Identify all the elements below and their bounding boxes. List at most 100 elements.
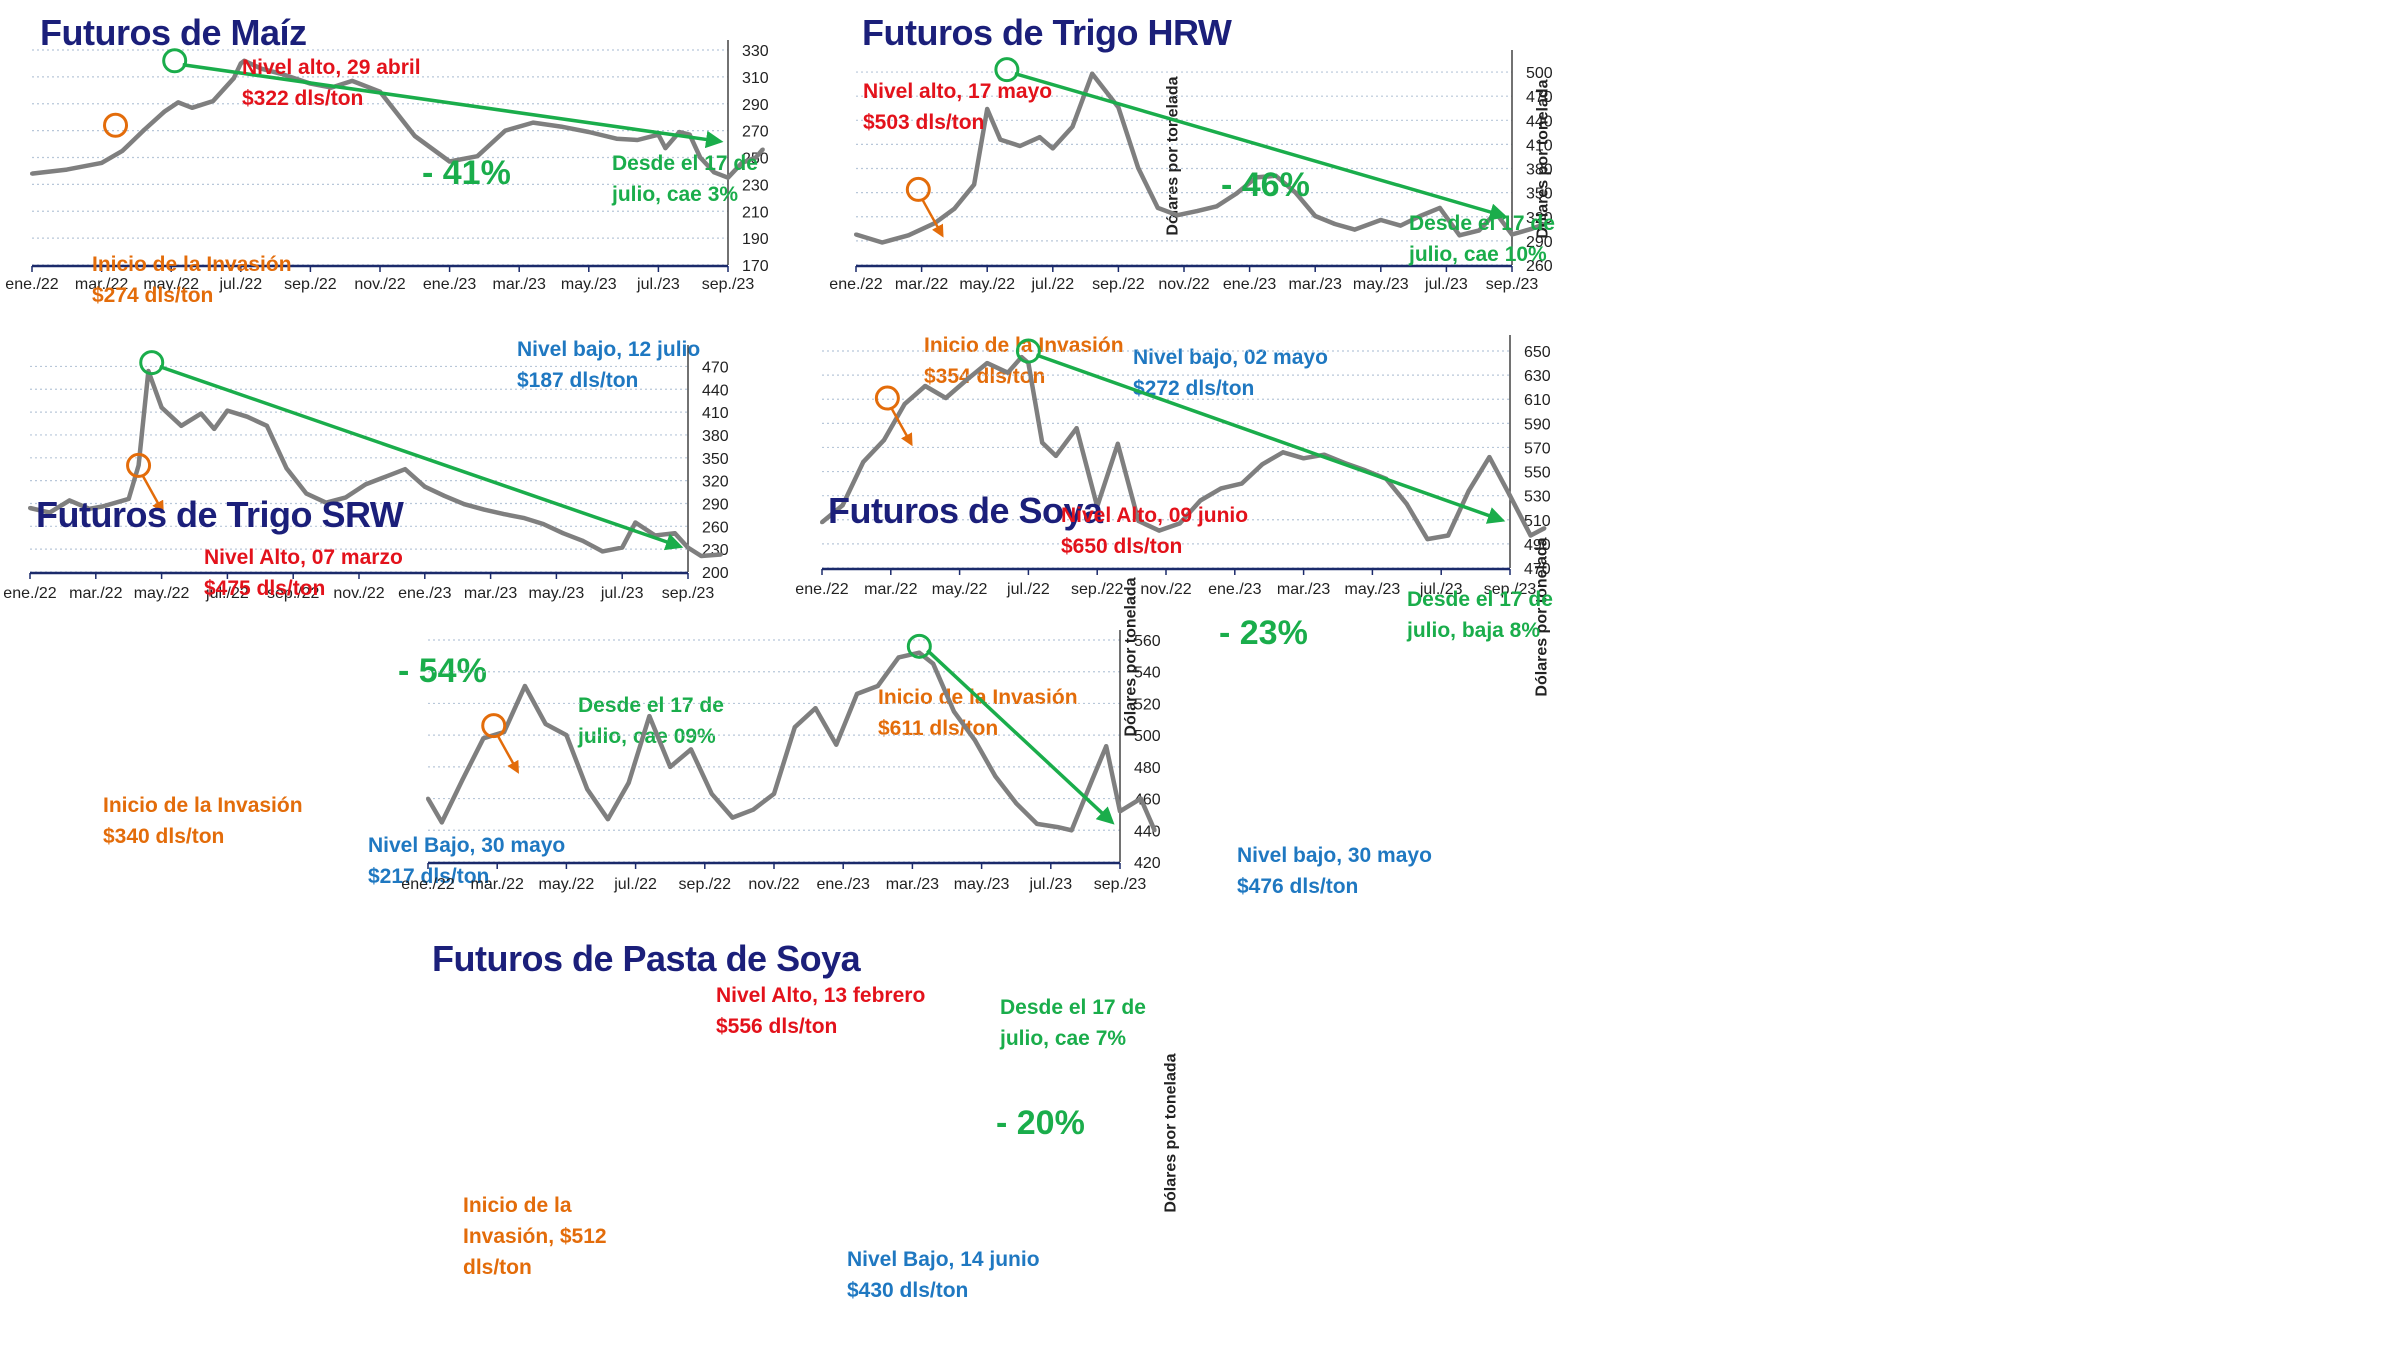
data-point bbox=[1219, 486, 1224, 491]
data-point bbox=[699, 554, 704, 559]
annotation-invasion-line3: dls/ton bbox=[463, 1256, 532, 1279]
data-point bbox=[225, 408, 230, 413]
x-tick-label: jul./23 bbox=[600, 585, 644, 602]
data-point bbox=[1136, 165, 1141, 170]
data-point bbox=[264, 423, 269, 428]
data-point bbox=[1404, 502, 1409, 507]
data-point bbox=[1115, 441, 1120, 446]
data-point bbox=[1136, 518, 1141, 523]
x-tick-label: sep./22 bbox=[267, 585, 320, 602]
data-point bbox=[688, 747, 693, 752]
chart-title-trigo-srw: Futuros de Trigo SRW bbox=[36, 494, 404, 535]
data-point bbox=[1074, 426, 1079, 431]
data-point bbox=[343, 495, 348, 500]
annotation-pct-trigo-hrw: - 46% bbox=[1221, 166, 1310, 204]
annotation-high-line1: Nivel alto, 29 abril bbox=[242, 56, 421, 79]
data-point bbox=[280, 72, 285, 77]
x-tick-label: sep./23 bbox=[702, 276, 755, 293]
y-tick-label: 590 bbox=[1524, 416, 1551, 433]
data-point bbox=[482, 507, 487, 512]
x-tick-label: may./23 bbox=[1353, 276, 1409, 293]
data-point bbox=[1198, 498, 1203, 503]
data-point bbox=[985, 361, 990, 366]
data-point bbox=[1090, 71, 1095, 76]
annotation-invasion-line2: $354 dls/ton bbox=[924, 365, 1046, 388]
data-point bbox=[820, 520, 824, 525]
x-tick-label: jul./22 bbox=[1030, 276, 1074, 293]
x-tick-label: mar./23 bbox=[1277, 581, 1330, 598]
data-point bbox=[1528, 533, 1533, 538]
annotation-invasion-line1: Inicio de la Invasión bbox=[92, 253, 292, 276]
data-point bbox=[1254, 175, 1259, 180]
data-point bbox=[753, 155, 758, 160]
annotation-low-trigo-hrw: Nivel bajo, 02 mayo$272 dls/ton bbox=[1133, 342, 1328, 404]
annotation-invasion-line1: Inicio de la bbox=[463, 1194, 572, 1217]
annotation-since-line1: Desde el 17 de bbox=[578, 694, 724, 717]
data-point bbox=[854, 232, 858, 237]
data-point bbox=[47, 510, 52, 515]
trend-arrow-pasta-soya bbox=[926, 649, 1115, 825]
data-point bbox=[834, 742, 839, 747]
x-tick-label: ene./22 bbox=[795, 581, 848, 598]
data-point bbox=[383, 474, 388, 479]
data-point bbox=[620, 545, 625, 550]
data-point bbox=[760, 147, 765, 152]
x-tick-label: sep./22 bbox=[1092, 276, 1145, 293]
y-tick-label: 380 bbox=[702, 428, 729, 445]
data-point bbox=[951, 709, 956, 714]
invasion-marker-pasta-soya bbox=[481, 713, 507, 739]
data-point bbox=[190, 105, 195, 110]
data-point bbox=[238, 61, 243, 66]
data-point bbox=[1234, 191, 1239, 196]
annotation-invasion-trigo-srw: Inicio de la Invasión$340 dls/ton bbox=[103, 790, 303, 852]
y-tick-label: 500 bbox=[1526, 65, 1553, 82]
data-point bbox=[1138, 796, 1143, 801]
x-tick-label: mar./22 bbox=[471, 876, 524, 893]
annotation-low-soya: Nivel bajo, 30 mayo$476 dls/ton bbox=[1237, 840, 1432, 902]
x-tick-label: may./23 bbox=[561, 276, 617, 293]
data-point bbox=[501, 512, 506, 517]
annotation-since-line2: julio, cae 09% bbox=[578, 725, 716, 748]
x-tick-label: may./22 bbox=[932, 581, 988, 598]
annotation-low-pasta-soya: Nivel Bajo, 14 junio$430 dls/ton bbox=[847, 1244, 1040, 1306]
x-tick-label: mar./22 bbox=[69, 585, 122, 602]
annotation-invasion-line2: Invasión, $512 bbox=[463, 1225, 607, 1248]
data-point bbox=[861, 459, 866, 464]
y-tick-label: 290 bbox=[1526, 234, 1553, 251]
data-point bbox=[1425, 537, 1430, 542]
x-tick-label: mar./23 bbox=[1289, 276, 1342, 293]
x-tick-label: jul./23 bbox=[1424, 276, 1468, 293]
data-point bbox=[64, 167, 69, 172]
data-point bbox=[1437, 205, 1442, 210]
data-point bbox=[1542, 526, 1547, 531]
data-point bbox=[1313, 213, 1318, 218]
data-point bbox=[1352, 227, 1357, 232]
data-point bbox=[1070, 124, 1075, 129]
y-tick-label: 170 bbox=[742, 258, 769, 275]
data-point bbox=[993, 774, 998, 779]
x-tick-label: jul./22 bbox=[218, 276, 262, 293]
chart-title-pasta-soya: Futuros de Pasta de Soya bbox=[432, 938, 861, 979]
data-point bbox=[1273, 173, 1278, 178]
y-tick-label: 330 bbox=[742, 43, 769, 60]
x-tick-label: ene./23 bbox=[398, 585, 451, 602]
y-tick-label: 570 bbox=[1524, 440, 1551, 457]
x-tick-label: may./22 bbox=[143, 276, 199, 293]
invasion-marker-maiz bbox=[103, 112, 129, 138]
annotation-pct-pasta-soya: - 20% bbox=[996, 1104, 1085, 1142]
data-point bbox=[712, 170, 717, 175]
invasion-marker-trigo-srw bbox=[126, 452, 152, 478]
data-point bbox=[952, 206, 957, 211]
data-point bbox=[931, 661, 936, 666]
data-point bbox=[1332, 222, 1337, 226]
data-point bbox=[1239, 481, 1244, 486]
x-tick-label: may./23 bbox=[1345, 581, 1401, 598]
data-point bbox=[698, 155, 703, 160]
data-point bbox=[1260, 462, 1265, 467]
y-tick-label: 190 bbox=[742, 231, 769, 248]
